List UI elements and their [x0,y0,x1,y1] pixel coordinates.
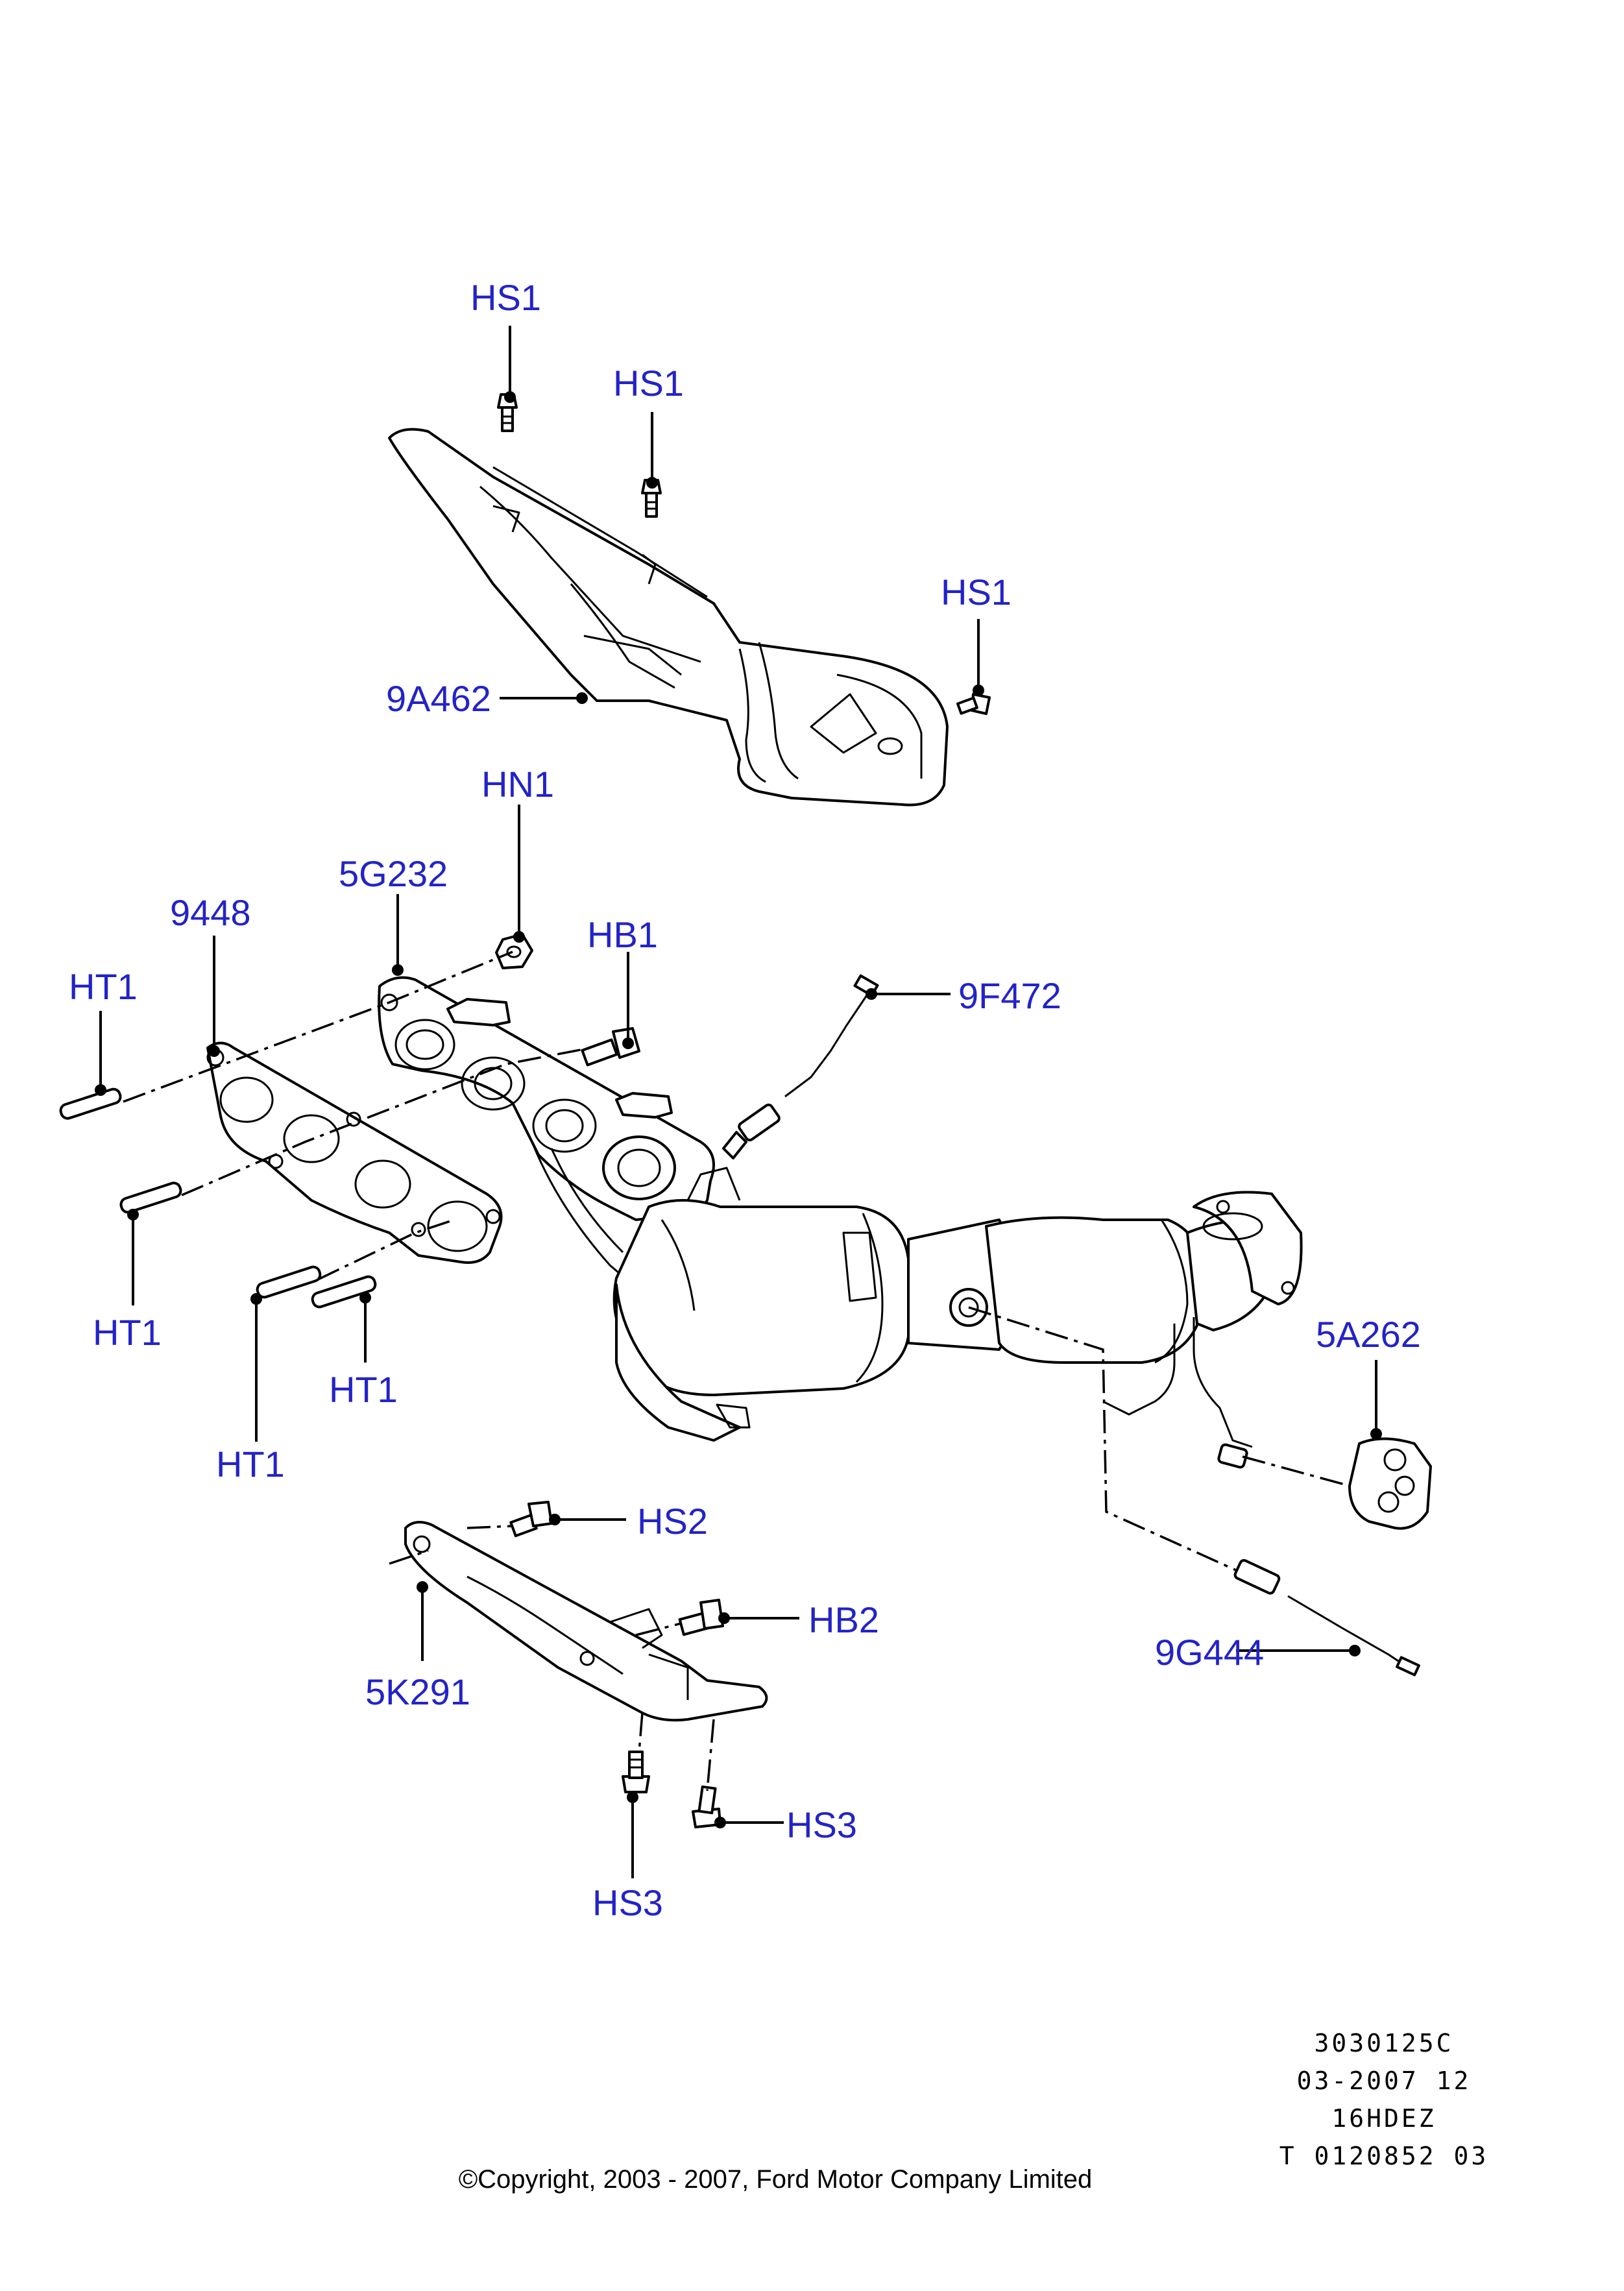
stud-ht1-b [119,1182,182,1214]
heat-shield-9a462 [388,428,949,806]
drawing-number: 3030125C [1314,2029,1453,2057]
stud-ht1-a [59,1087,122,1120]
callout-ht1-b: HT1 [93,1312,162,1353]
callout-hs3-b: HS3 [786,1804,857,1845]
bolt-hs2 [509,1501,553,1538]
catalytic-converter [612,1167,1303,1448]
callout-hb2: HB2 [808,1599,879,1640]
leader-lines [95,326,1382,1878]
callout-5k291: 5K291 [365,1671,470,1712]
callout-ht1-c: HT1 [216,1444,285,1485]
callout-hs1-a: HS1 [470,277,541,318]
lower-heat-shield-5k291 [404,1521,768,1722]
bolt-hs3-b [692,1785,721,1828]
callout-hb1: HB1 [587,914,658,955]
assembly-lines [123,951,1350,1791]
callout-hs1-b: HS1 [613,363,684,404]
rubber-mount-5a262 [1217,1437,1432,1530]
bolt-hs1-c [956,693,991,715]
drawing-date: 03-2007 12 [1297,2067,1472,2095]
callout-ht1-a: HT1 [69,966,138,1007]
callout-hn1: HN1 [481,764,554,805]
oxygen-sensor-9g444 [1233,1558,1420,1677]
callout-5a262: 5A262 [1316,1314,1421,1355]
reference-code: T 0120852 03 [1279,2142,1489,2170]
callout-ht1-d: HT1 [329,1369,398,1410]
bolt-hs3-a [622,1751,650,1793]
copyright-notice: ©Copyright, 2003 - 2007, Ford Motor Comp… [459,2165,1093,2194]
stud-ht1-c [256,1265,322,1299]
manifold-gasket-9448 [206,1041,503,1264]
bolt-hb2 [678,1599,724,1636]
stud-ht1-d [311,1275,377,1309]
engine-code: 16HDEZ [1331,2104,1436,2133]
callout-labels: HS1 HS1 HS1 9A462 HN1 5G232 9448 HB1 HT1… [69,277,1421,1923]
callout-9448: 9448 [170,892,251,933]
callout-hs3-a: HS3 [592,1882,663,1923]
callout-5g232: 5G232 [339,853,448,894]
callout-hs1-c: HS1 [941,572,1012,612]
oxygen-sensor-9f472 [722,974,879,1159]
callout-9g444: 9G444 [1155,1632,1264,1673]
callout-9f472: 9F472 [958,975,1061,1016]
exhaust-manifold-5g232 [378,976,715,1305]
drawing-info-block: 3030125C 03-2007 12 16HDEZ T 0120852 03 [1279,2029,1489,2170]
callout-hs2: HS2 [637,1501,708,1542]
callout-9a462: 9A462 [386,678,491,719]
